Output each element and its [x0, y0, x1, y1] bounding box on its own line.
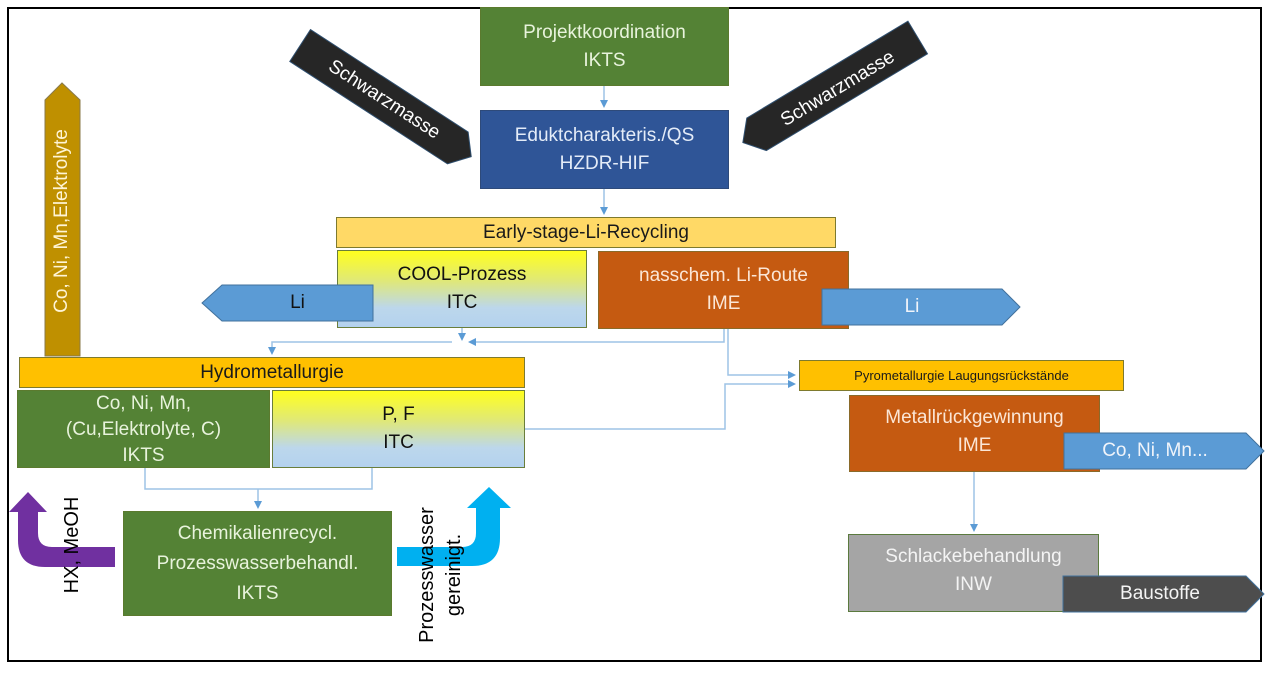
node-chemikalien-line2: Prozesswasserbehandl.: [156, 552, 359, 574]
co-ni-mn-elektrolyte-text: Co, Ni, Mn,Elektrolyte: [51, 129, 72, 313]
node-chemikalienrecycling: Chemikalienrecycl. Prozesswasserbehandl.…: [123, 511, 392, 616]
node-cool-prozess: COOL-Prozess ITC: [337, 250, 587, 328]
co-ni-mn-output-label: Co, Ni, Mn...: [1064, 433, 1246, 469]
hydrometallurgie-label: Hydrometallurgie: [200, 361, 344, 383]
hx-meoh-label: HX, MeOH: [58, 490, 86, 600]
node-early-stage-li-recycling: Early-stage-Li-Recycling: [336, 217, 836, 248]
node-projektkoordination: Projektkoordination IKTS: [480, 7, 729, 86]
node-chemikalien-line1: Chemikalienrecycl.: [177, 522, 338, 544]
node-p-f-itc: P, F ITC: [272, 390, 525, 468]
node-cool-title: COOL-Prozess: [397, 264, 527, 285]
co-ni-mn-output-text: Co, Ni, Mn...: [1102, 440, 1208, 461]
baustoffe-text: Baustoffe: [1120, 583, 1200, 604]
node-chemikalien-org: IKTS: [236, 582, 279, 604]
node-nasschem-org: IME: [706, 293, 741, 314]
node-nasschem-li-route: nasschem. Li-Route IME: [598, 251, 849, 329]
node-projektkoordination-org: IKTS: [583, 49, 626, 71]
node-projektkoordination-title: Projektkoordination: [523, 21, 686, 43]
prozesswasser-text-line1: Prozesswasser: [416, 507, 438, 643]
node-metallrueckgewinnung: Metallrückgewinnung IME: [849, 395, 1100, 472]
node-schlackebehandlung: Schlackebehandlung INW: [848, 534, 1099, 612]
node-co-ni-mn-org: IKTS: [122, 445, 165, 466]
node-pf-title: P, F: [382, 404, 415, 425]
node-nasschem-title: nasschem. Li-Route: [639, 265, 808, 286]
node-co-ni-mn-ikts: Co, Ni, Mn, (Cu,Elektrolyte, C) IKTS: [17, 390, 270, 468]
node-pf-org: ITC: [383, 432, 414, 453]
prozesswasser-label: Prozesswasser gereinigt.: [414, 500, 470, 650]
li-left-text: Li: [290, 292, 305, 313]
node-metall-org: IME: [957, 435, 992, 456]
early-stage-label: Early-stage-Li-Recycling: [483, 221, 689, 243]
hx-meoh-text: HX, MeOH: [61, 496, 83, 594]
pyrometallurgie-label: Pyrometallurgie Laugungsrückstände: [854, 368, 1069, 383]
node-co-ni-mn-line1: Co, Ni, Mn,: [95, 393, 192, 414]
node-hydrometallurgie: Hydrometallurgie: [19, 357, 525, 388]
li-left-label: Li: [222, 285, 373, 321]
node-cool-org: ITC: [446, 292, 478, 313]
baustoffe-label: Baustoffe: [1075, 576, 1245, 612]
co-ni-mn-elektrolyte-label: Co, Ni, Mn,Elektrolyte: [47, 84, 77, 358]
prozesswasser-text-line2: gereinigt.: [443, 533, 465, 617]
node-edukt-title: Eduktcharakteris./QS: [514, 124, 695, 146]
li-right-text: Li: [904, 296, 920, 317]
li-right-label: Li: [822, 289, 1002, 325]
node-pyrometallurgie: Pyrometallurgie Laugungsrückstände: [799, 360, 1124, 391]
node-schlacke-org: INW: [955, 574, 992, 595]
node-metall-title: Metallrückgewinnung: [885, 407, 1064, 428]
node-schlacke-title: Schlackebehandlung: [885, 546, 1062, 567]
node-edukt-org: HZDR-HIF: [559, 152, 650, 174]
node-eduktcharakterisierung: Eduktcharakteris./QS HZDR-HIF: [480, 110, 729, 189]
node-co-ni-mn-line2: (Cu,Elektrolyte, C): [65, 419, 222, 440]
